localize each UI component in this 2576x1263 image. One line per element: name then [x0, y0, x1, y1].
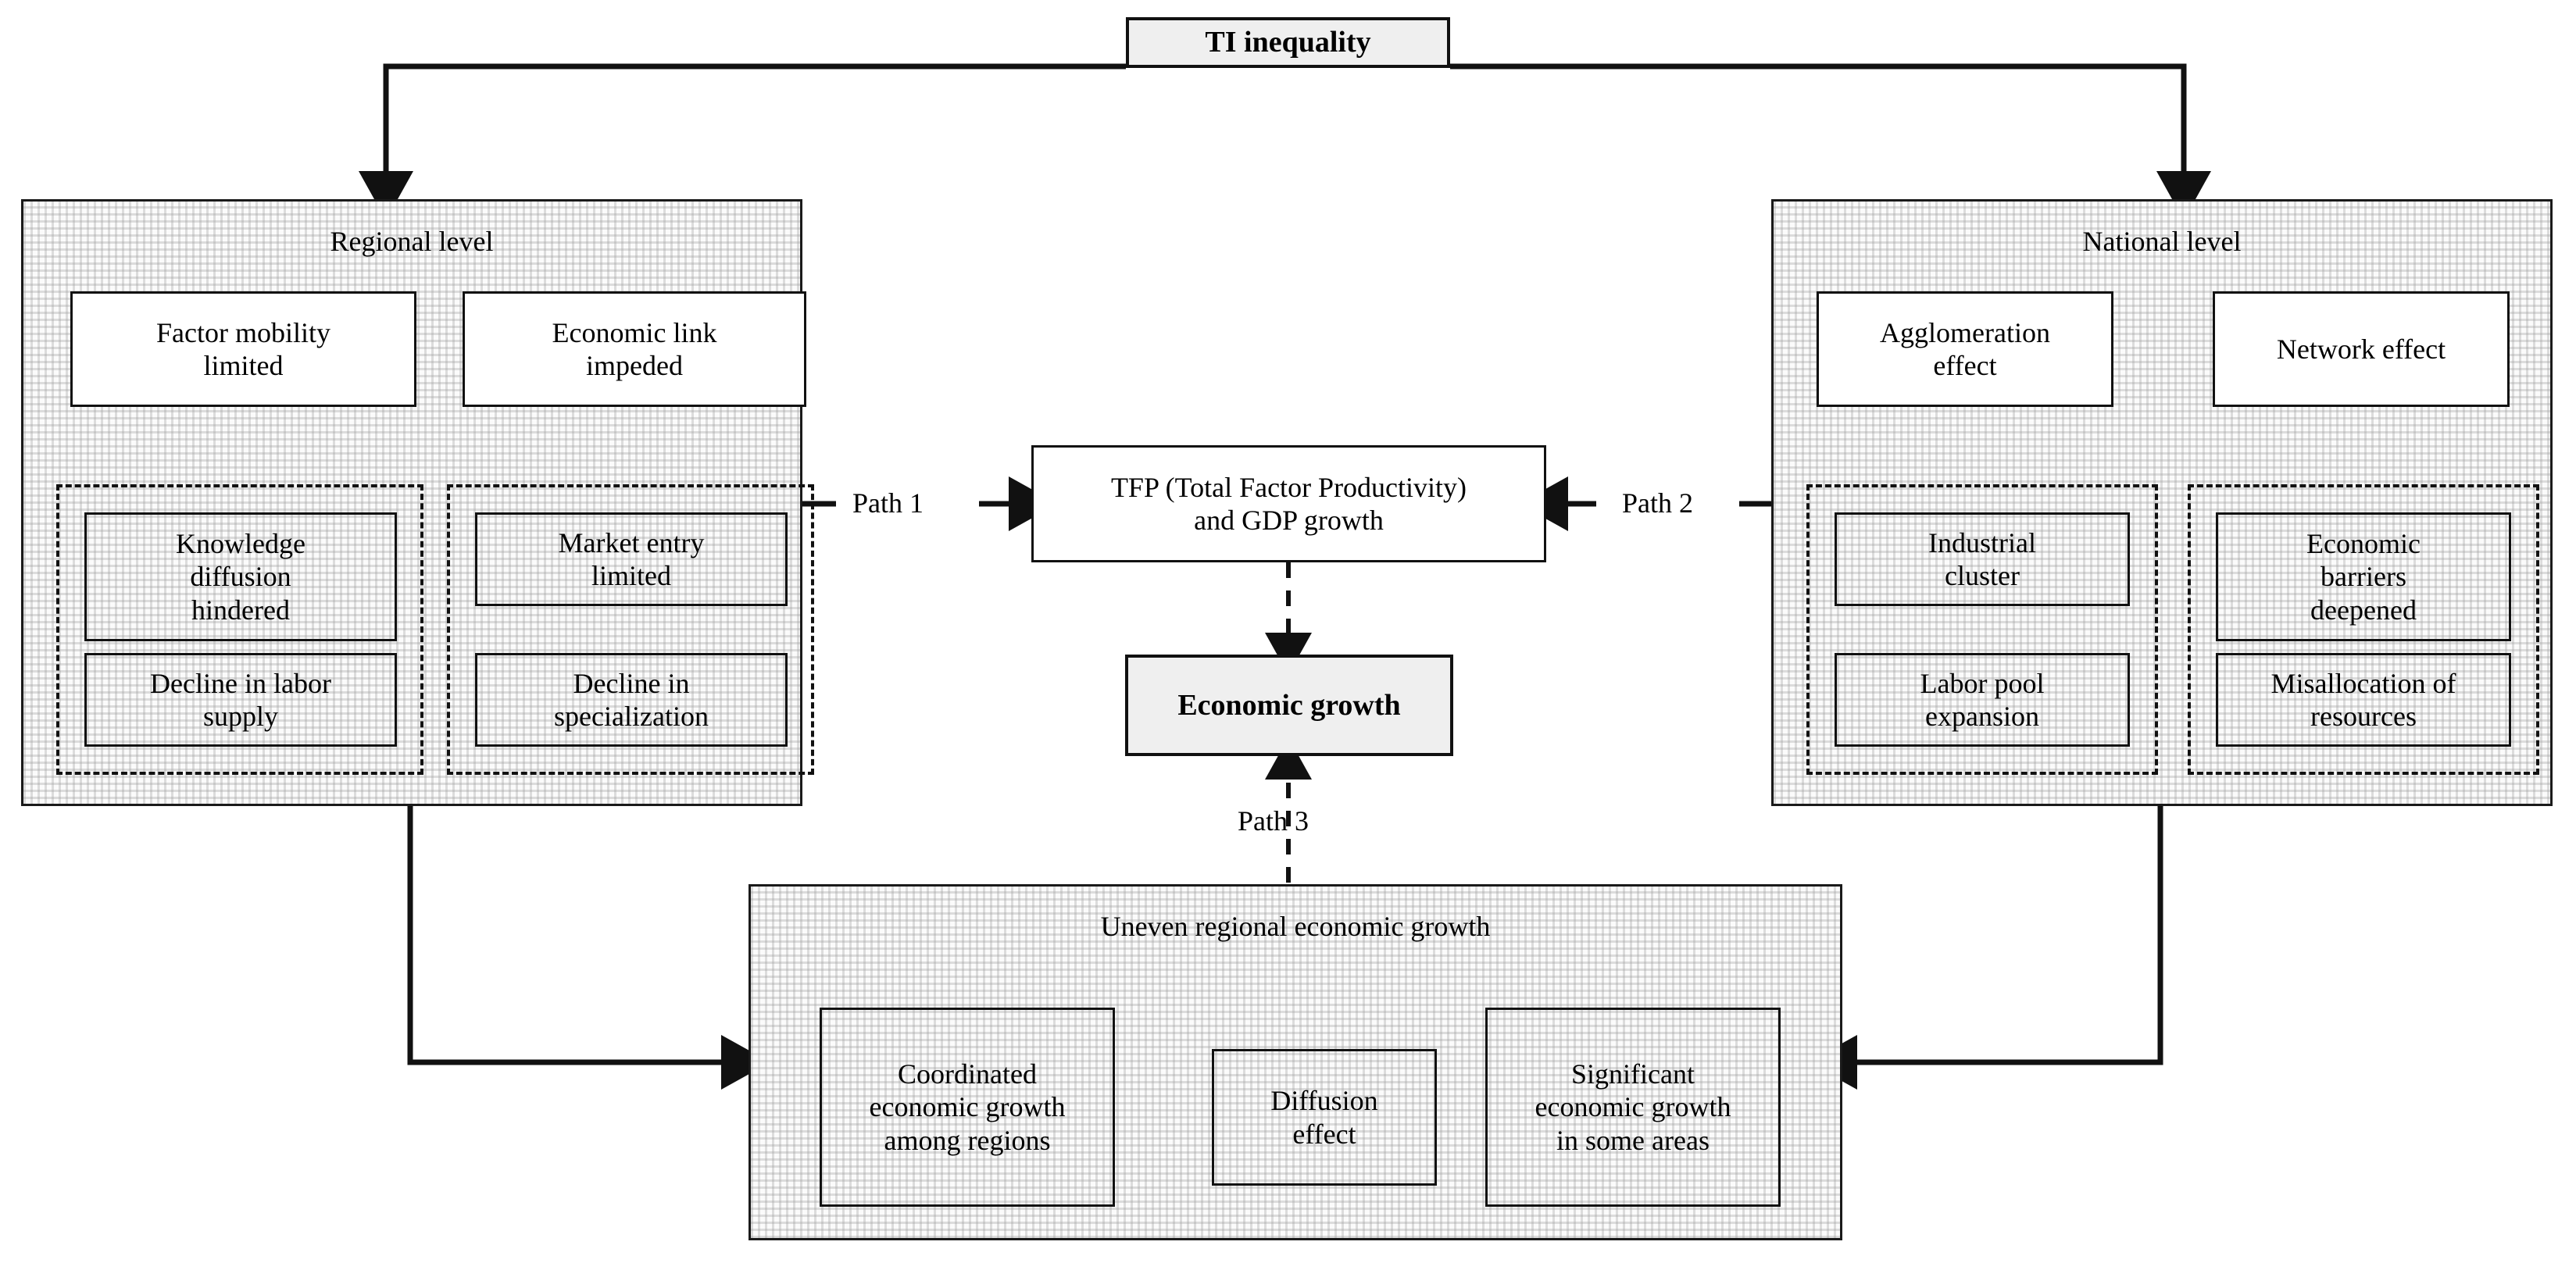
knowledge-line1: Knowledge	[176, 527, 305, 559]
factor-mobility-line2: limited	[203, 350, 284, 381]
economic-link-box[interactable]: Economic link impeded	[463, 291, 806, 407]
significant-growth-box[interactable]: Significant economic growth in some area…	[1485, 1008, 1781, 1207]
labor-supply-line1: Decline in labor	[150, 667, 331, 699]
uneven-growth-panel: Uneven regional economic growth Coordina…	[749, 884, 1842, 1240]
regional-effects-group-2	[447, 484, 814, 775]
coordinated-line3: among regions	[884, 1124, 1051, 1156]
knowledge-line3: hindered	[191, 594, 290, 626]
ti-inequality-box[interactable]: TI inequality	[1126, 17, 1450, 68]
agglomeration-line1: Agglomeration	[1880, 316, 2050, 348]
coordinated-line1: Coordinated	[898, 1058, 1037, 1090]
edge-national-to-uneven	[1808, 806, 2163, 1090]
path1-label: Path 1	[852, 487, 924, 519]
tfp-gdp-box[interactable]: TFP (Total Factor Productivity) and GDP …	[1031, 445, 1546, 562]
economic-barriers-line2: barriers	[2321, 561, 2406, 593]
knowledge-line2: diffusion	[190, 561, 291, 593]
significant-line2: economic growth	[1535, 1091, 1731, 1123]
coordinated-line2: economic growth	[869, 1091, 1066, 1123]
specialization-box[interactable]: Decline in specialization	[475, 653, 788, 747]
economic-link-line2: impeded	[586, 350, 683, 381]
factor-mobility-box[interactable]: Factor mobility limited	[70, 291, 416, 407]
economic-barriers-line3: deepened	[2310, 594, 2417, 626]
labor-pool-line1: Labor pool	[1920, 667, 2045, 699]
coordinated-growth-box[interactable]: Coordinated economic growth among region…	[820, 1008, 1115, 1207]
ti-inequality-label: TI inequality	[1205, 26, 1371, 59]
misallocation-line1: Misallocation of	[2271, 667, 2456, 699]
network-effect-box[interactable]: Network effect	[2213, 291, 2510, 407]
economic-growth-box[interactable]: Economic growth	[1125, 655, 1453, 756]
industrial-cluster-box[interactable]: Industrial cluster	[1835, 512, 2130, 606]
market-entry-box[interactable]: Market entry limited	[475, 512, 788, 606]
path3-label: Path 3	[1238, 805, 1309, 837]
factor-mobility-line1: Factor mobility	[156, 316, 330, 348]
edge-regional-to-uneven	[407, 806, 770, 1090]
national-level-panel: National level Agglomeration effect Netw…	[1771, 199, 2553, 806]
tfp-line1: TFP (Total Factor Productivity)	[1110, 471, 1467, 503]
diffusion-line2: effect	[1292, 1118, 1356, 1150]
labor-pool-line2: expansion	[1925, 701, 2039, 732]
regional-level-title: Regional level	[330, 226, 494, 257]
labor-supply-line2: supply	[202, 701, 278, 732]
network-effect-label: Network effect	[2276, 333, 2446, 365]
economic-growth-label: Economic growth	[1177, 688, 1401, 722]
economic-barriers-box[interactable]: Economic barriers deepened	[2216, 512, 2511, 641]
industrial-cluster-line2: cluster	[1945, 560, 2020, 591]
misallocation-line2: resources	[2310, 701, 2417, 732]
specialization-line1: Decline in	[573, 667, 690, 699]
path2-label: Path 2	[1622, 487, 1694, 519]
agglomeration-line2: effect	[1933, 350, 1997, 381]
edge-ti-to-regional	[359, 63, 1126, 220]
market-entry-line1: Market entry	[558, 526, 705, 558]
significant-line3: in some areas	[1556, 1124, 1710, 1156]
regional-effects-group-1	[56, 484, 423, 775]
national-level-title: National level	[2082, 226, 2242, 257]
agglomeration-effect-box[interactable]: Agglomeration effect	[1817, 291, 2113, 407]
diffusion-effect-box[interactable]: Diffusion effect	[1212, 1049, 1437, 1186]
diffusion-line1: Diffusion	[1270, 1085, 1378, 1117]
national-effects-group-2	[2188, 484, 2539, 775]
knowledge-diffusion-box[interactable]: Knowledge diffusion hindered	[84, 512, 397, 641]
misallocation-box[interactable]: Misallocation of resources	[2216, 653, 2511, 747]
edge-ti-to-national	[1450, 63, 2211, 220]
national-effects-group-1	[1806, 484, 2158, 775]
uneven-growth-title: Uneven regional economic growth	[1100, 911, 1491, 942]
market-entry-line2: limited	[591, 560, 671, 591]
labor-pool-box[interactable]: Labor pool expansion	[1835, 653, 2130, 747]
economic-link-line1: Economic link	[552, 316, 717, 348]
significant-line1: Significant	[1571, 1058, 1695, 1090]
regional-level-panel: Regional level Factor mobility limited E…	[21, 199, 814, 806]
economic-barriers-line1: Economic	[2306, 527, 2421, 559]
industrial-cluster-line1: Industrial	[1928, 526, 2036, 558]
tfp-line2: and GDP growth	[1194, 505, 1384, 536]
labor-supply-box[interactable]: Decline in labor supply	[84, 653, 397, 747]
specialization-line2: specialization	[554, 701, 709, 732]
